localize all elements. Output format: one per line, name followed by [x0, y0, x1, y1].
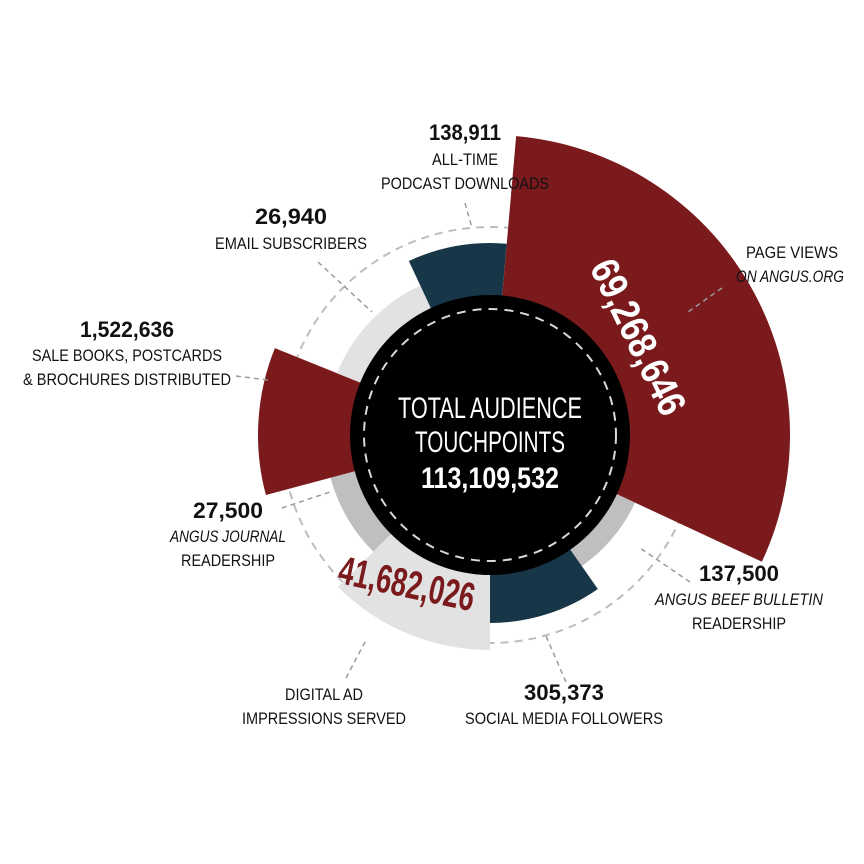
- podcast-sector: [408, 243, 507, 310]
- sale-books-value: 1,522,636: [80, 317, 174, 342]
- sectors: [258, 136, 790, 650]
- sale-books-label-line2: & BROCHURES DISTRIBUTED: [23, 370, 231, 389]
- center-circle: [350, 295, 630, 575]
- center-title-line1: TOTAL AUDIENCE: [398, 392, 582, 425]
- outer-labels: 138,911 ALL-TIME PODCAST DOWNLOADS 26,94…: [23, 120, 844, 728]
- center-dashed-ring: [363, 308, 617, 562]
- podcast-leader-line: [464, 202, 473, 229]
- center-disc: TOTAL AUDIENCE TOUCHPOINTS 113,109,532: [350, 295, 630, 575]
- social-media-value: 305,373: [524, 680, 604, 705]
- digital-ad-label-line2: IMPRESSIONS SERVED: [242, 709, 406, 728]
- angus-journal-label-line2: READERSHIP: [181, 551, 275, 570]
- beef-bulletin-label-line1: ANGUS BEEF BULLETIN: [654, 590, 823, 609]
- page-views-label-line1: PAGE VIEWS: [746, 243, 838, 262]
- beef-bulletin-label-line2: READERSHIP: [692, 614, 786, 633]
- beef-bulletin-sector: [569, 493, 636, 567]
- email-value: 26,940: [255, 204, 327, 229]
- social-media-label: SOCIAL MEDIA FOLLOWERS: [465, 709, 663, 728]
- beef-bulletin-value: 137,500: [699, 561, 779, 586]
- beef-bulletin-leader-line: [639, 547, 691, 583]
- email-sector: [337, 285, 432, 384]
- angus-journal-leader-line: [281, 491, 331, 509]
- sale-books-sector: [258, 348, 363, 496]
- sale-books-leader-line: [235, 375, 269, 381]
- digital-ad-leader-line: [345, 639, 367, 679]
- podcast-label-line2: PODCAST DOWNLOADS: [381, 174, 549, 193]
- sale-books-label-line1: SALE BOOKS, POSTCARDS: [32, 346, 222, 365]
- email-leader-line: [317, 261, 373, 313]
- angus-journal-value: 27,500: [193, 498, 263, 523]
- center-title-line2: TOUCHPOINTS: [415, 426, 565, 459]
- page-views-leader-line: [687, 287, 723, 313]
- page-views-sector: [502, 136, 790, 562]
- social-media-leader-line: [545, 635, 567, 683]
- angus-journal-sector: [330, 470, 393, 552]
- page-views-label-line2: ON ANGUS.ORG: [736, 267, 844, 286]
- center-total: 113,109,532: [421, 462, 559, 495]
- digital-ad-sector: [337, 532, 490, 650]
- podcast-label-line1: ALL-TIME: [432, 150, 498, 169]
- leader-lines: [235, 202, 723, 683]
- angus-journal-label-line1: ANGUS JOURNAL: [169, 527, 286, 546]
- social-media-sector: [490, 548, 598, 623]
- digital-ad-label-line1: DIGITAL AD: [285, 685, 363, 704]
- podcast-value: 138,911: [429, 120, 501, 145]
- email-label: EMAIL SUBSCRIBERS: [215, 234, 367, 253]
